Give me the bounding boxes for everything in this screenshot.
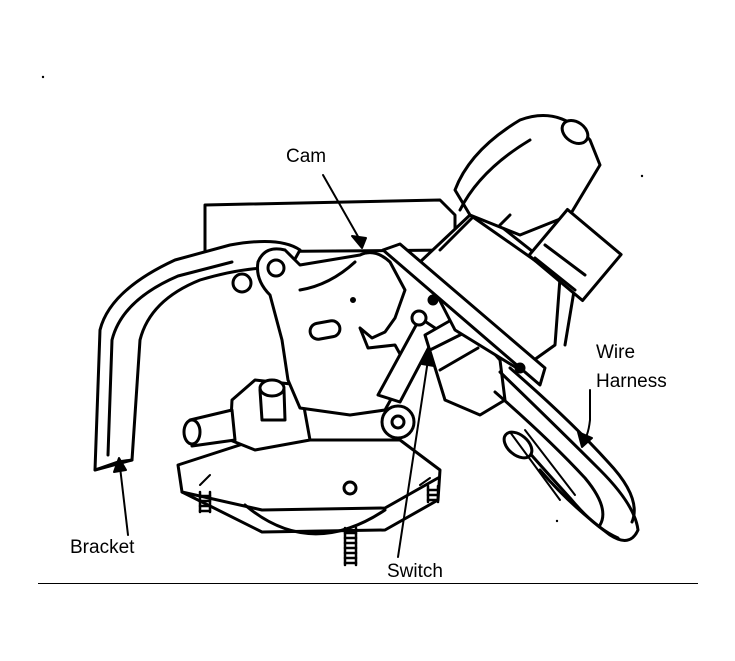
label-bracket: Bracket bbox=[70, 537, 135, 558]
speck bbox=[555, 519, 559, 523]
base-plate bbox=[176, 438, 442, 536]
wire-harness bbox=[493, 366, 640, 542]
motor bbox=[418, 114, 623, 372]
leader-lines bbox=[113, 174, 593, 558]
label-harness: Harness bbox=[596, 371, 667, 392]
switch-arrowhead bbox=[421, 349, 435, 367]
harness-arrowhead bbox=[577, 431, 593, 448]
label-cam: Cam bbox=[286, 146, 327, 167]
speck bbox=[41, 75, 45, 79]
bolts bbox=[198, 484, 440, 567]
cam-leader bbox=[322, 174, 361, 241]
switch-leader bbox=[397, 359, 429, 558]
motor-mount-plate bbox=[381, 242, 547, 387]
bracket-leader bbox=[119, 466, 129, 536]
valve-body bbox=[182, 378, 312, 452]
cam bbox=[256, 247, 412, 417]
bracket-arrowhead bbox=[113, 457, 127, 473]
label-wire: Wire bbox=[596, 342, 636, 363]
label-switch: Switch bbox=[387, 561, 443, 582]
speck bbox=[640, 174, 644, 178]
cam-arrowhead bbox=[351, 235, 367, 249]
bottom-rule bbox=[38, 583, 698, 584]
